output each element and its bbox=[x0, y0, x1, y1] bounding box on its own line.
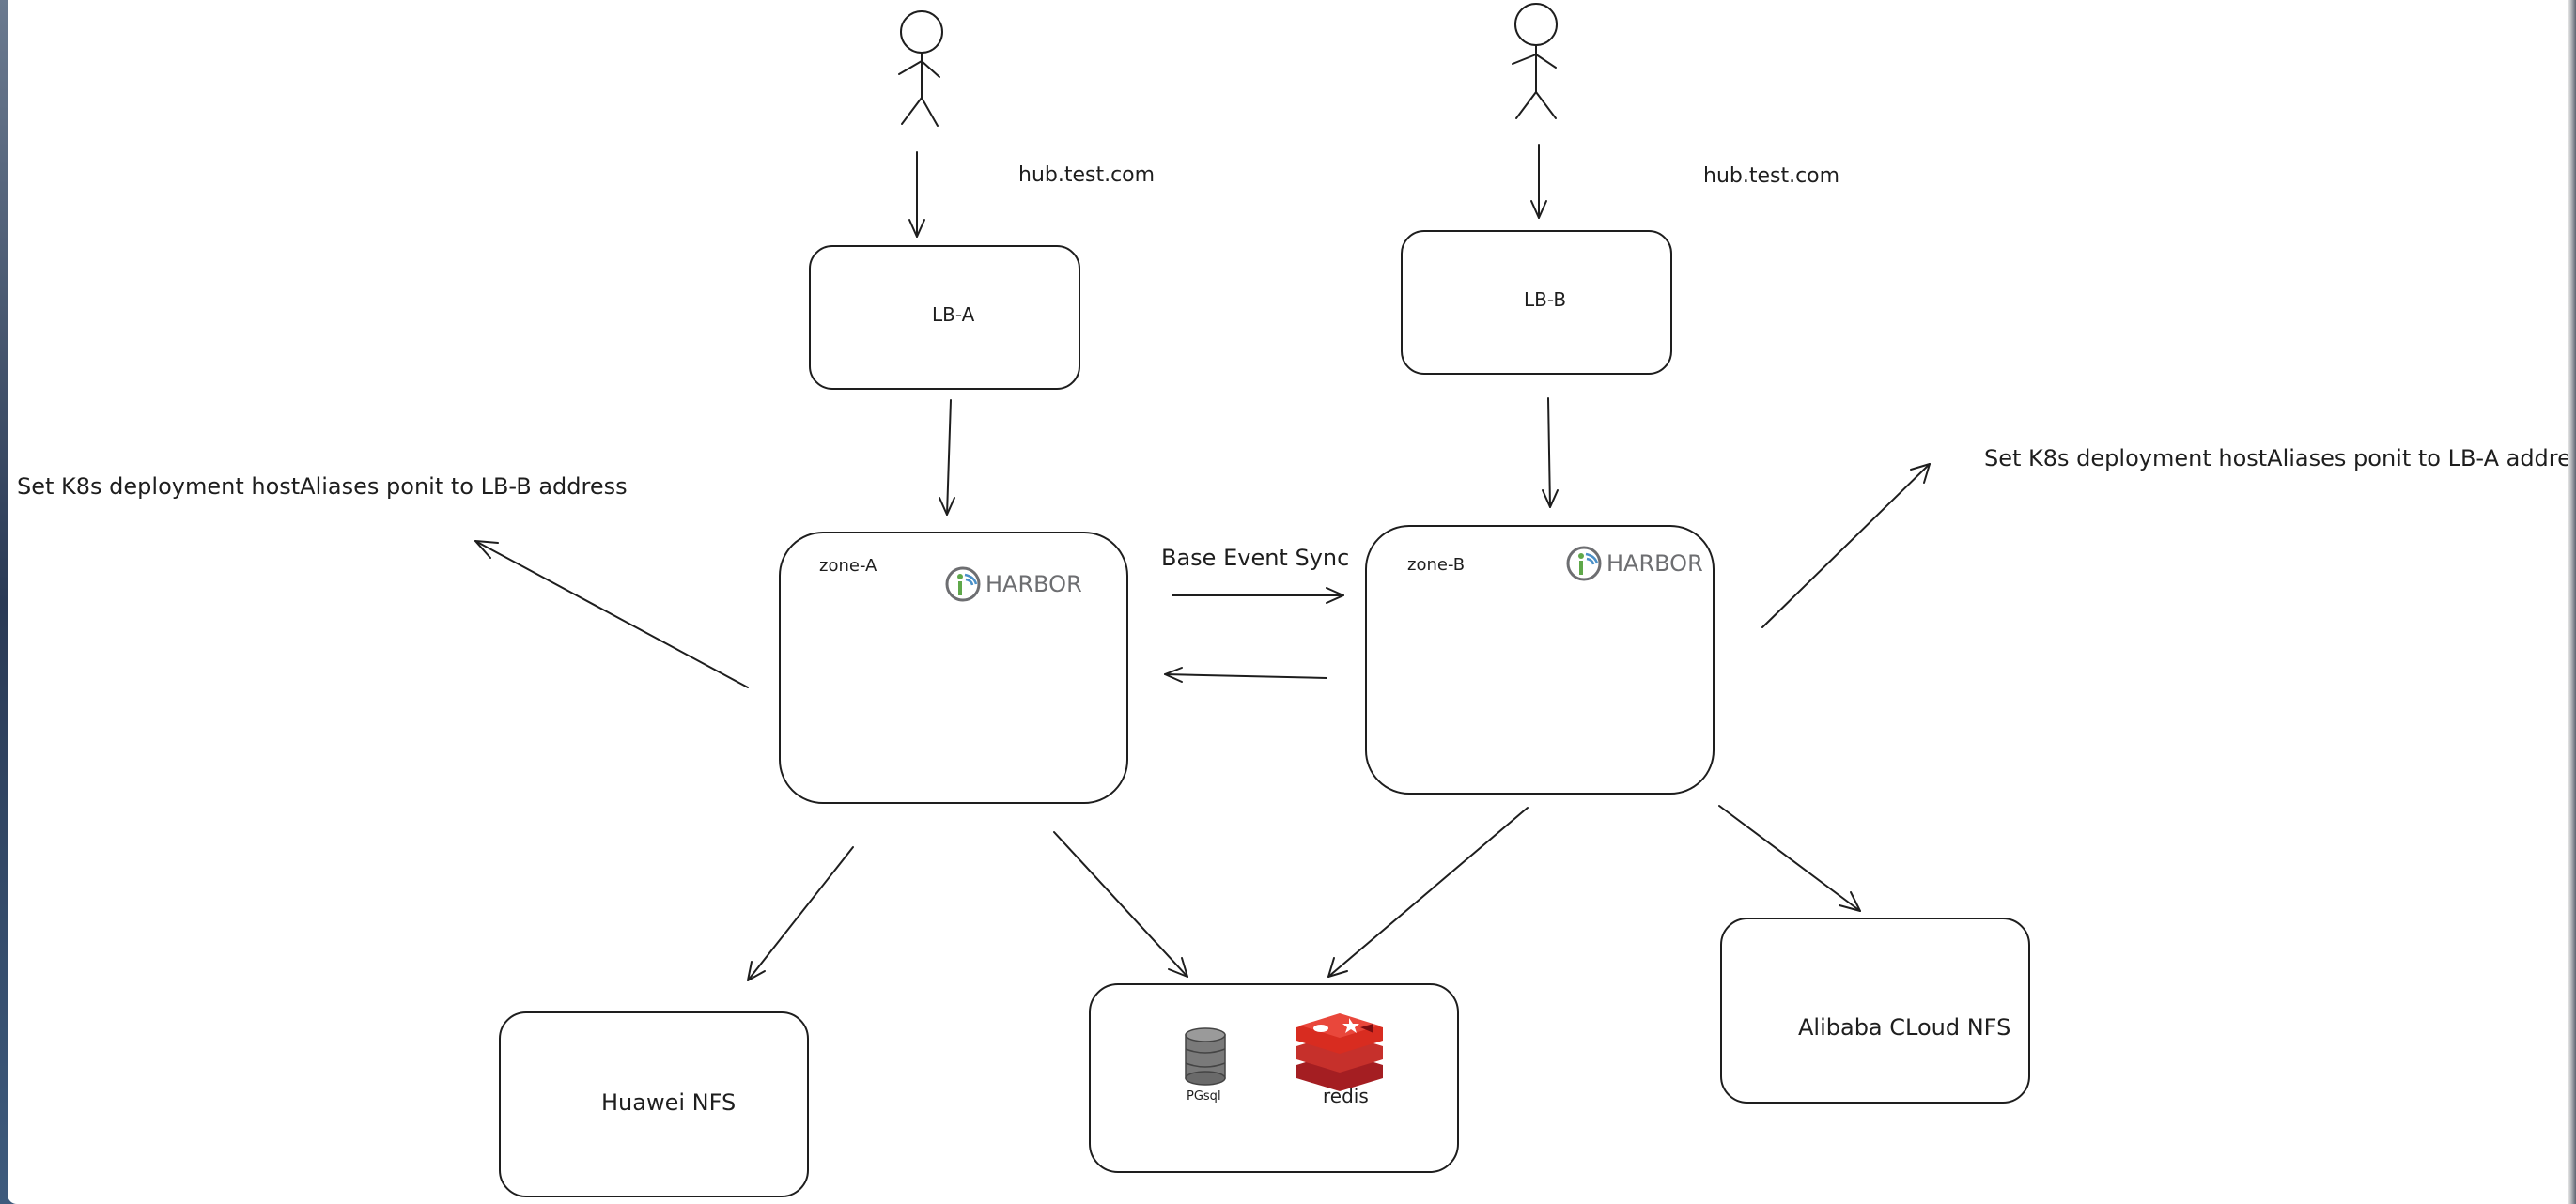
arrow-user-b-to-lb-b bbox=[1530, 144, 1547, 219]
arrow-zone-a-to-note-left bbox=[474, 540, 749, 688]
db-cache-box[interactable] bbox=[1089, 983, 1459, 1173]
lb-b-box[interactable] bbox=[1401, 230, 1672, 375]
redis-icon bbox=[1296, 1013, 1383, 1091]
whiteboard-window: HARBOR HARBOR hub.test.com hub.te bbox=[8, 0, 2576, 1204]
huawei-nfs-label: Huawei NFS bbox=[601, 1089, 736, 1116]
arrow-zone-b-to-note-right bbox=[1761, 463, 1931, 628]
lb-a-box[interactable] bbox=[809, 245, 1080, 390]
alibaba-nfs-box[interactable] bbox=[1720, 918, 2030, 1104]
arrow-lb-a-to-zone-a bbox=[939, 399, 955, 516]
postgres-db-icon bbox=[1185, 1027, 1226, 1086]
harbor-logo-icon-zone-a: HARBOR bbox=[945, 566, 1082, 602]
harbor-logo-icon-zone-b: HARBOR bbox=[1566, 546, 1703, 581]
arrow-user-a-to-lb-a bbox=[908, 151, 925, 238]
arrow-sync-b-to-a bbox=[1164, 667, 1327, 683]
note-right: Set K8s deployment hostAliases ponit to … bbox=[1984, 445, 2576, 471]
person-icon-right bbox=[1512, 3, 1558, 119]
person-icon-left bbox=[898, 10, 943, 127]
zone-a-label: zone-A bbox=[819, 556, 877, 576]
svg-text:HARBOR: HARBOR bbox=[1606, 550, 1703, 577]
host-label-a: hub.test.com bbox=[1018, 163, 1155, 187]
note-left: Set K8s deployment hostAliases ponit to … bbox=[17, 473, 628, 500]
diagram-canvas[interactable]: HARBOR HARBOR hub.test.com hub.te bbox=[8, 0, 2576, 1204]
arrow-zone-a-to-huawei-nfs bbox=[747, 846, 854, 981]
redis-label: redis bbox=[1323, 1085, 1369, 1107]
arrow-lb-b-to-zone-b bbox=[1542, 397, 1559, 508]
arrow-sync-a-to-b bbox=[1172, 587, 1344, 604]
lb-a-label: LB-A bbox=[932, 303, 975, 326]
host-label-b: hub.test.com bbox=[1703, 164, 1839, 188]
pgsql-label: PGsql bbox=[1187, 1089, 1221, 1104]
zone-b-box[interactable] bbox=[1365, 525, 1715, 795]
svg-text:HARBOR: HARBOR bbox=[985, 571, 1082, 597]
zone-a-box[interactable] bbox=[779, 532, 1128, 804]
huawei-nfs-box[interactable] bbox=[499, 1011, 809, 1197]
lb-b-label: LB-B bbox=[1524, 288, 1566, 311]
window-edge bbox=[2568, 0, 2576, 1204]
alibaba-nfs-label: Alibaba CLoud NFS bbox=[1798, 1014, 2010, 1041]
zone-b-label: zone-B bbox=[1407, 555, 1465, 575]
arrow-zone-a-to-db-cache bbox=[1053, 831, 1188, 978]
arrow-zone-b-to-alibaba-nfs bbox=[1718, 805, 1861, 912]
sync-label: Base Event Sync bbox=[1161, 545, 1349, 571]
arrow-zone-b-to-db-cache bbox=[1327, 807, 1529, 978]
